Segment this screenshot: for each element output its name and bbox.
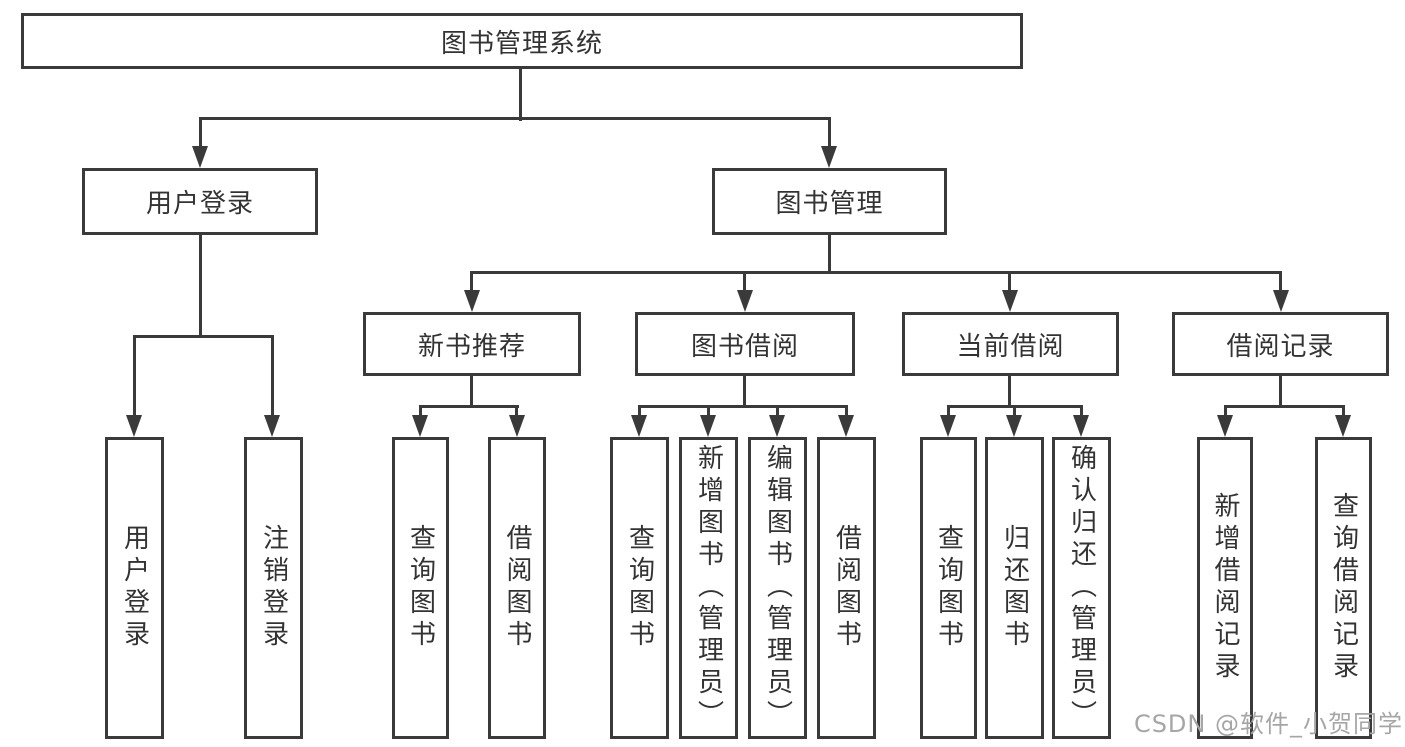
arrowhead-icon xyxy=(412,415,428,437)
node-leaf-borrow-books-recommend: 借阅图书 xyxy=(488,437,546,739)
arrowhead-icon xyxy=(737,290,753,312)
connector-line xyxy=(470,376,473,408)
node-leaf-add-borrow-record: 新增借阅记录 xyxy=(1197,437,1253,739)
leaf-label: 新增借阅记录 xyxy=(1210,492,1240,684)
node-new-book-recommendation: 新书推荐 xyxy=(363,312,581,376)
node-current-borrowing: 当前借阅 xyxy=(902,312,1119,376)
leaf-label: 借阅图书 xyxy=(502,524,532,652)
leaf-label: 查询图书 xyxy=(624,524,655,652)
connector-line xyxy=(519,68,522,121)
node-leaf-query-books-recommend: 查询图书 xyxy=(392,437,449,739)
node-leaf-query-books-borrowing: 查询图书 xyxy=(610,437,669,739)
node-leaf-query-borrow-record: 查询借阅记录 xyxy=(1315,437,1372,739)
csdn-watermark: CSDN @软件_小贺同学 xyxy=(1133,710,1403,738)
connector-line xyxy=(743,376,746,408)
connector-line xyxy=(1008,376,1011,408)
connector-line xyxy=(845,405,848,417)
connector-line xyxy=(638,405,641,417)
leaf-label: 查询图书 xyxy=(933,524,964,652)
node-leaf-edit-books-admin: 编辑图书（管理员） xyxy=(748,437,807,739)
arrowhead-icon xyxy=(1073,415,1089,437)
leaf-label: 查询图书 xyxy=(405,524,436,652)
arrowhead-icon xyxy=(464,290,480,312)
leaf-label: 编辑图书（管理员） xyxy=(762,444,793,732)
arrowhead-icon xyxy=(1006,415,1022,437)
leaf-label: 用户登录 xyxy=(119,524,150,652)
connector-line xyxy=(707,405,710,417)
connector-line xyxy=(1279,376,1282,408)
arrowhead-icon xyxy=(264,415,280,437)
node-leaf-query-books-current: 查询图书 xyxy=(920,437,977,739)
connector-line xyxy=(419,405,519,408)
connector-line xyxy=(133,335,136,417)
connector-line xyxy=(199,117,202,148)
leaf-label: 确认归还（管理员） xyxy=(1066,444,1097,732)
arrowhead-icon xyxy=(509,415,525,437)
node-library-management-system: 图书管理系统 xyxy=(21,13,1023,69)
node-book-borrowing: 图书借阅 xyxy=(635,312,855,376)
connector-line xyxy=(828,117,831,148)
leaf-label: 借阅图书 xyxy=(831,524,862,652)
arrowhead-icon xyxy=(700,415,716,437)
connector-line xyxy=(638,405,848,408)
connector-line xyxy=(776,405,779,417)
connector-line xyxy=(470,271,473,293)
connector-line xyxy=(419,405,422,417)
node-leaf-logout: 注销登录 xyxy=(244,437,303,739)
connector-line xyxy=(1080,405,1083,417)
arrowhead-icon xyxy=(1335,415,1351,437)
connector-line xyxy=(515,405,518,417)
connector-line xyxy=(271,335,274,417)
node-leaf-return-books: 归还图书 xyxy=(985,437,1044,739)
arrowhead-icon xyxy=(1273,290,1289,312)
arrowhead-icon xyxy=(838,415,854,437)
arrowhead-icon xyxy=(631,415,647,437)
connector-line xyxy=(470,271,1282,274)
arrowhead-icon xyxy=(821,146,837,168)
leaf-label: 新增图书（管理员） xyxy=(693,444,724,732)
node-borrowing-records: 借阅记录 xyxy=(1172,312,1389,376)
connector-line xyxy=(1279,271,1282,293)
connector-line xyxy=(947,405,950,417)
connector-line xyxy=(199,117,831,120)
leaf-label: 注销登录 xyxy=(258,524,289,652)
connector-line xyxy=(743,271,746,293)
node-leaf-user-login: 用户登录 xyxy=(105,437,164,739)
connector-line xyxy=(1342,405,1345,417)
leaf-label: 归还图书 xyxy=(999,524,1030,652)
connector-line xyxy=(1008,271,1011,293)
arrowhead-icon xyxy=(192,146,208,168)
node-user-login: 用户登录 xyxy=(82,168,318,235)
connector-line xyxy=(828,235,831,274)
connector-line xyxy=(1224,405,1227,417)
arrowhead-icon xyxy=(126,415,142,437)
arrowhead-icon xyxy=(940,415,956,437)
arrowhead-icon xyxy=(769,415,785,437)
connector-line xyxy=(1013,405,1016,417)
arrowhead-icon xyxy=(1217,415,1233,437)
node-leaf-borrow-books-borrowing: 借阅图书 xyxy=(817,437,876,739)
connector-line xyxy=(133,335,274,338)
node-leaf-confirm-return-admin: 确认归还（管理员） xyxy=(1052,437,1111,739)
node-leaf-add-books-admin: 新增图书（管理员） xyxy=(679,437,738,739)
connector-line xyxy=(1224,405,1345,408)
node-book-management: 图书管理 xyxy=(712,168,947,235)
connector-line xyxy=(199,235,202,338)
arrowhead-icon xyxy=(1002,290,1018,312)
leaf-label: 查询借阅记录 xyxy=(1328,492,1359,684)
